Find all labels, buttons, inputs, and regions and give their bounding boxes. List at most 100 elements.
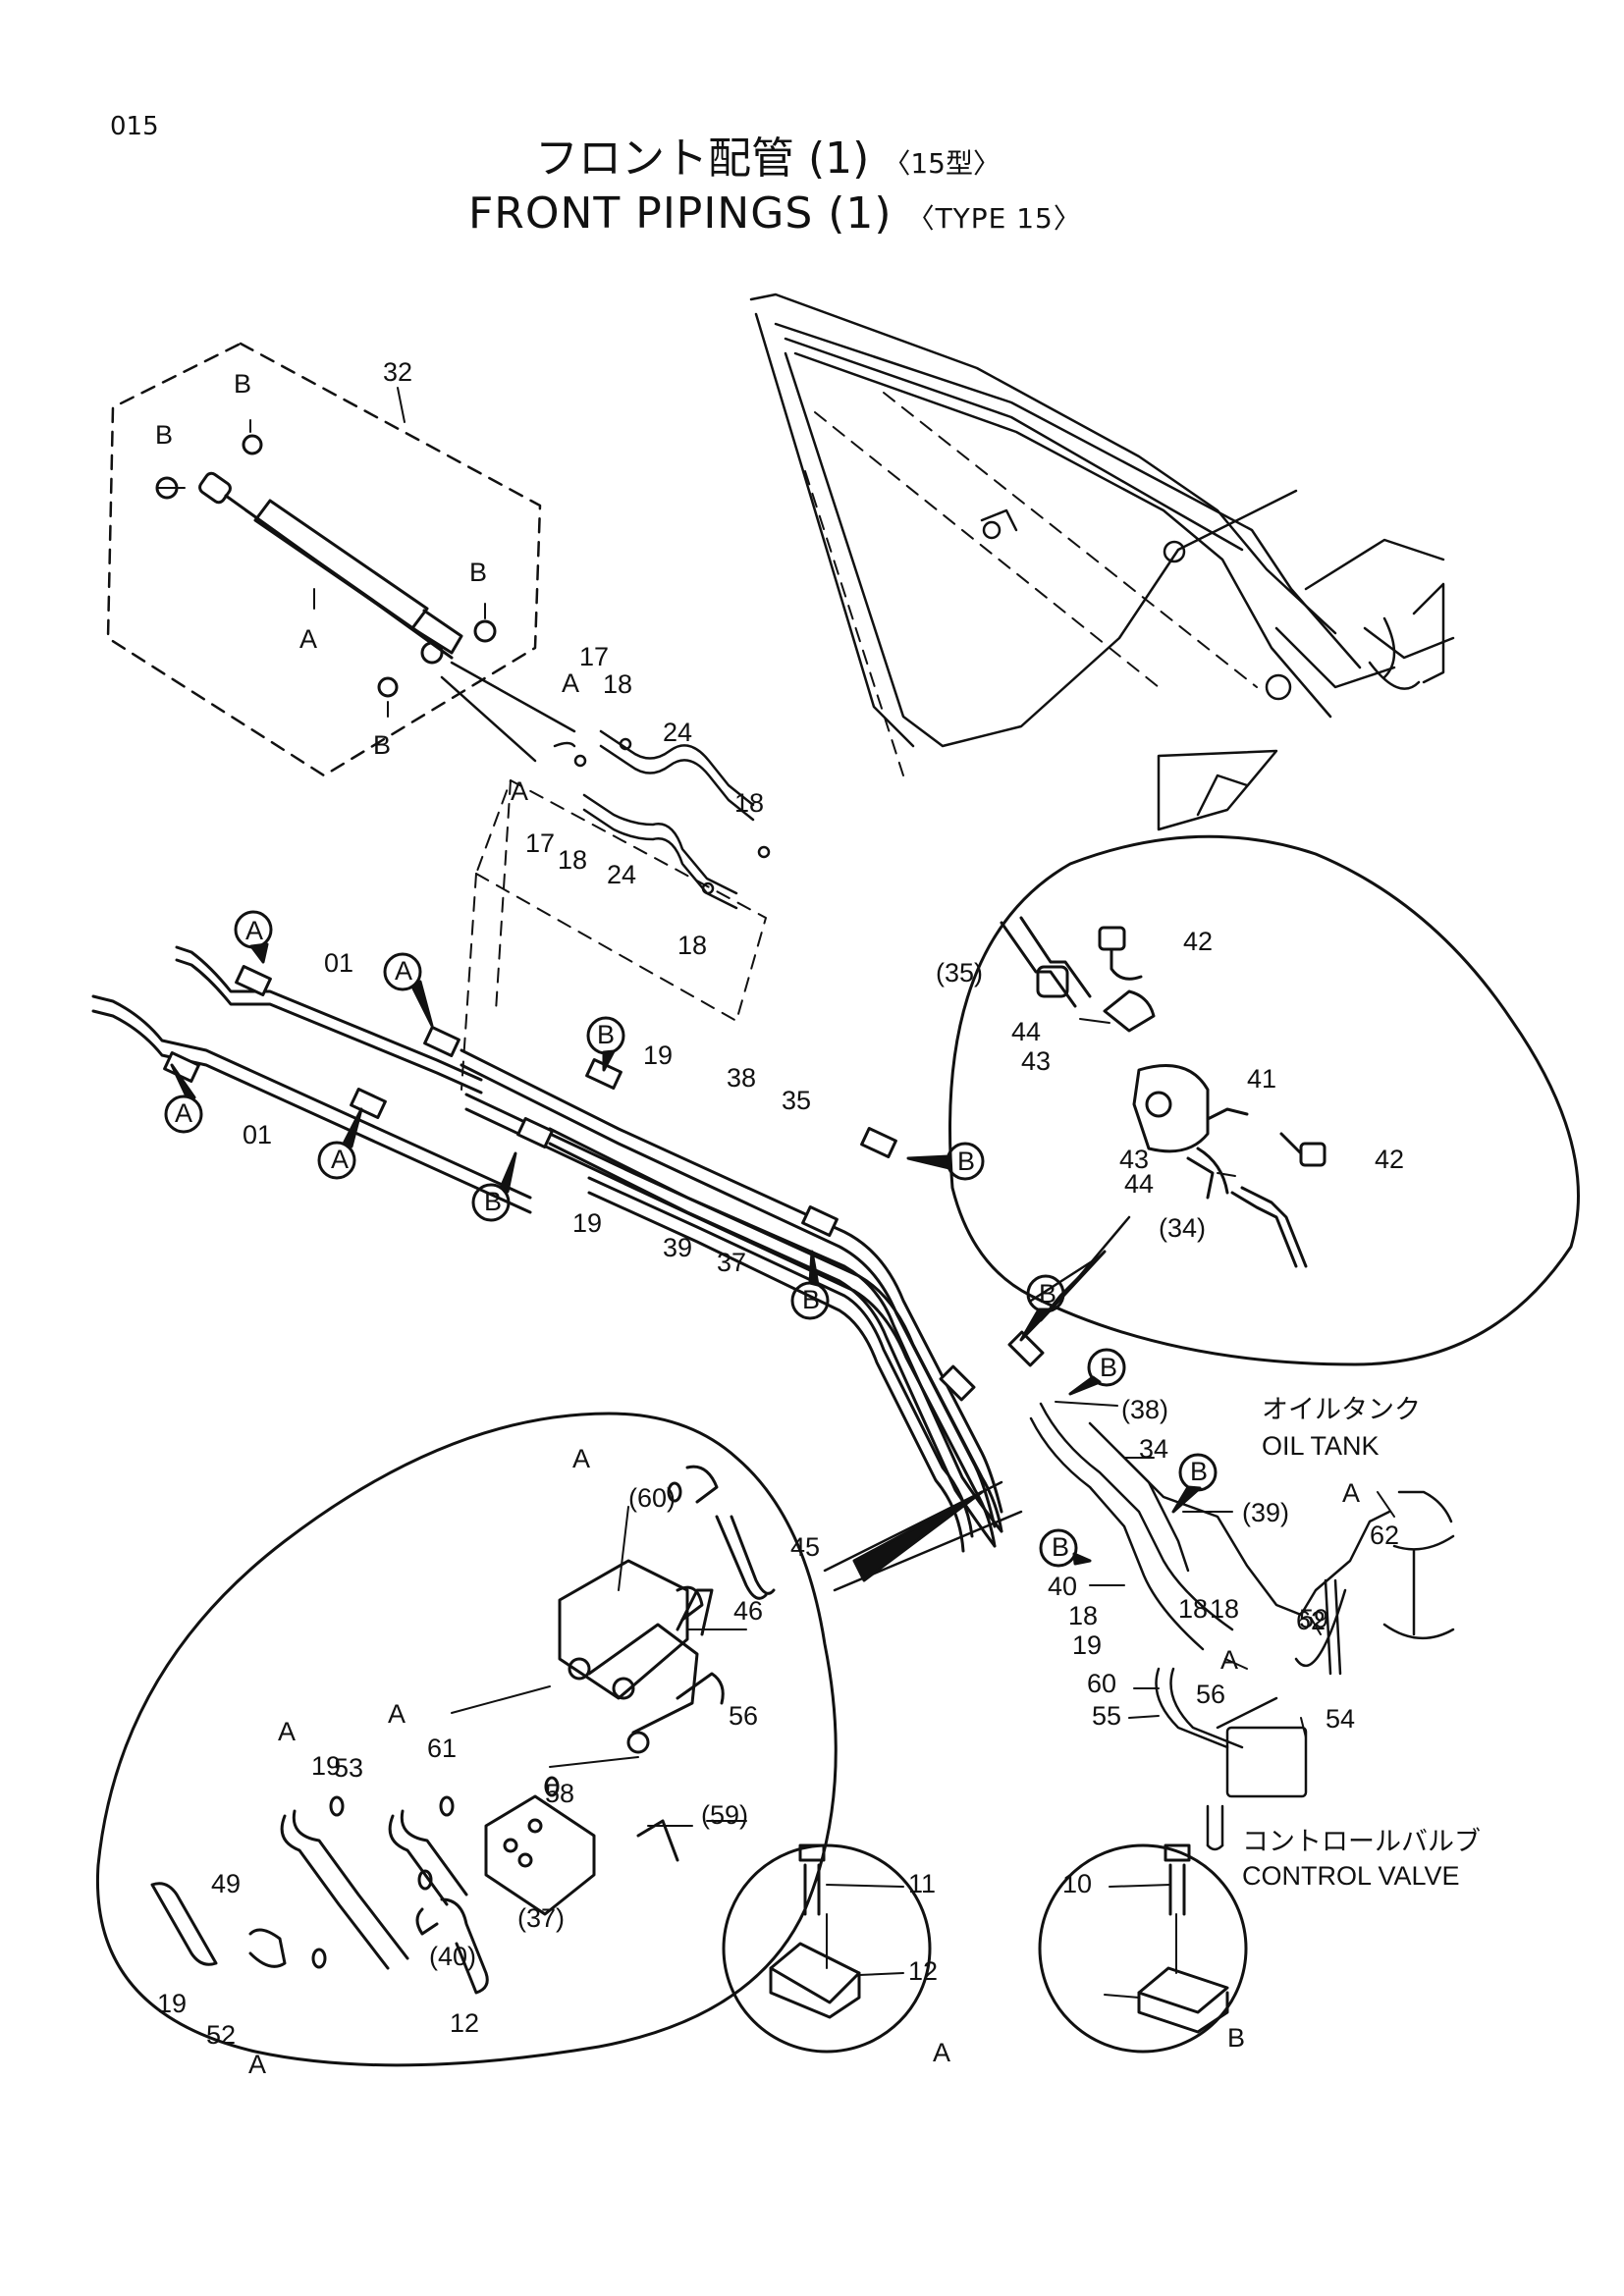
detail-circle-b bbox=[1038, 1843, 1248, 2054]
part-label: 43 bbox=[1119, 1145, 1149, 1174]
part-label: B bbox=[469, 558, 487, 587]
part-label: 53 bbox=[334, 1753, 363, 1783]
part-label: 19 bbox=[1072, 1630, 1102, 1660]
part-label: 42 bbox=[1183, 927, 1213, 956]
valve-area-pipes bbox=[1029, 1402, 1391, 1851]
part-label: 49 bbox=[211, 1869, 241, 1898]
part-label: A bbox=[248, 2050, 266, 2079]
part-label: 43 bbox=[1021, 1046, 1051, 1076]
part-label: 17 bbox=[525, 828, 555, 858]
part-label: B bbox=[373, 730, 391, 760]
part-label: 19 bbox=[157, 1989, 187, 2018]
part-label: 55 bbox=[1092, 1701, 1121, 1731]
part-label: (38) bbox=[1121, 1395, 1168, 1424]
part-label: 39 bbox=[663, 1233, 692, 1262]
part-label: B bbox=[155, 420, 173, 450]
part-label: A bbox=[572, 1444, 590, 1473]
detail-oval-coupler bbox=[948, 834, 1580, 1366]
part-label: 12 bbox=[908, 1956, 938, 1986]
part-label: 52 bbox=[206, 2020, 236, 2050]
oil-tank-label-jp: オイルタンク bbox=[1262, 1395, 1421, 1424]
part-label: 35 bbox=[782, 1086, 811, 1115]
leader-lines bbox=[647, 1401, 1322, 1827]
part-label: 18 bbox=[1068, 1601, 1098, 1630]
part-label: B bbox=[484, 1187, 502, 1216]
part-label: 18 bbox=[558, 845, 587, 875]
cylinder-group-outline bbox=[106, 342, 542, 777]
part-label: 19 bbox=[572, 1208, 602, 1238]
part-label: (59) bbox=[701, 1800, 748, 1830]
part-label: 12 bbox=[450, 2008, 479, 2038]
part-label: B bbox=[1039, 1279, 1056, 1308]
part-label: 62 bbox=[1296, 1606, 1326, 1635]
part-label: A bbox=[245, 916, 263, 945]
clamps bbox=[163, 965, 1045, 1402]
part-label: (34) bbox=[1159, 1213, 1206, 1243]
pipes-01 bbox=[91, 945, 532, 1214]
part-label: B bbox=[802, 1285, 820, 1314]
part-label: A bbox=[299, 624, 317, 654]
part-label: A bbox=[511, 776, 528, 806]
part-label: (35) bbox=[936, 958, 983, 988]
part-label: 34 bbox=[1139, 1434, 1168, 1464]
leader-32 bbox=[397, 387, 406, 423]
part-label: 60 bbox=[1087, 1669, 1116, 1698]
part-label: B bbox=[957, 1147, 975, 1176]
main-pipes bbox=[460, 1048, 1003, 1553]
oil-tank bbox=[1377, 1490, 1455, 1640]
part-label: 24 bbox=[607, 860, 636, 889]
part-label: 41 bbox=[1247, 1064, 1276, 1094]
part-label: 11 bbox=[908, 1869, 936, 1898]
oil-tank-label-en: OIL TANK bbox=[1262, 1431, 1380, 1461]
part-label: 18 bbox=[734, 788, 764, 818]
detail-a-caption: A bbox=[933, 2038, 950, 2067]
part-label: 19 bbox=[643, 1041, 673, 1070]
part-label: B bbox=[1052, 1532, 1069, 1562]
part-label: 44 bbox=[1124, 1169, 1154, 1199]
title-en-type-note: 〈TYPE 15〉 bbox=[906, 202, 1082, 235]
part-label: 17 bbox=[579, 642, 609, 671]
part-label: 37 bbox=[717, 1248, 746, 1277]
title-jp-type-note: 〈15型〉 bbox=[883, 147, 1001, 180]
part-label: 32 bbox=[383, 357, 412, 387]
part-label: B bbox=[1190, 1457, 1208, 1486]
part-label: (40) bbox=[429, 1942, 476, 1971]
title-jp-text: フロント配管 (1) bbox=[535, 133, 870, 184]
part-label: 40 bbox=[1048, 1572, 1077, 1601]
part-label: 18 bbox=[603, 669, 632, 699]
detail-b-caption: B bbox=[1227, 2023, 1245, 2053]
detail-circle-a bbox=[722, 1843, 932, 2054]
part-label: 10 bbox=[1062, 1869, 1092, 1898]
part-label: 01 bbox=[324, 948, 353, 978]
title-english: FRONT PIPINGS (1) 〈TYPE 15〉 bbox=[468, 192, 1082, 236]
part-label: 61 bbox=[427, 1734, 457, 1763]
part-label: B bbox=[234, 369, 251, 399]
part-label: 54 bbox=[1326, 1704, 1355, 1734]
title-en-text: FRONT PIPINGS (1) bbox=[468, 188, 893, 239]
part-label: 19 bbox=[311, 1751, 341, 1781]
part-label: 56 bbox=[1196, 1680, 1225, 1709]
part-label: A bbox=[1220, 1645, 1238, 1675]
hose-detail-outline bbox=[475, 779, 767, 1022]
excavator-boom-overview bbox=[749, 293, 1455, 831]
part-label: A bbox=[175, 1098, 192, 1128]
detail-oval-valve bbox=[95, 1412, 1023, 2067]
part-label: 58 bbox=[545, 1779, 574, 1808]
part-label: B bbox=[597, 1020, 615, 1049]
part-label: B bbox=[1100, 1353, 1117, 1382]
part-label: (60) bbox=[628, 1483, 676, 1513]
part-label: A bbox=[1342, 1478, 1360, 1508]
page-number: 015 bbox=[110, 112, 159, 141]
cylinder-hoses bbox=[440, 661, 771, 910]
part-label: A bbox=[331, 1145, 349, 1174]
part-label: 42 bbox=[1375, 1145, 1404, 1174]
part-label: 18 bbox=[677, 931, 707, 960]
part-label: 56 bbox=[729, 1701, 758, 1731]
part-label: A bbox=[562, 668, 579, 698]
control-valve-label-jp: コントロールバルブ bbox=[1242, 1827, 1481, 1856]
part-label: A bbox=[388, 1699, 406, 1729]
part-label: 18 bbox=[1178, 1594, 1208, 1624]
part-label: (39) bbox=[1242, 1498, 1289, 1527]
